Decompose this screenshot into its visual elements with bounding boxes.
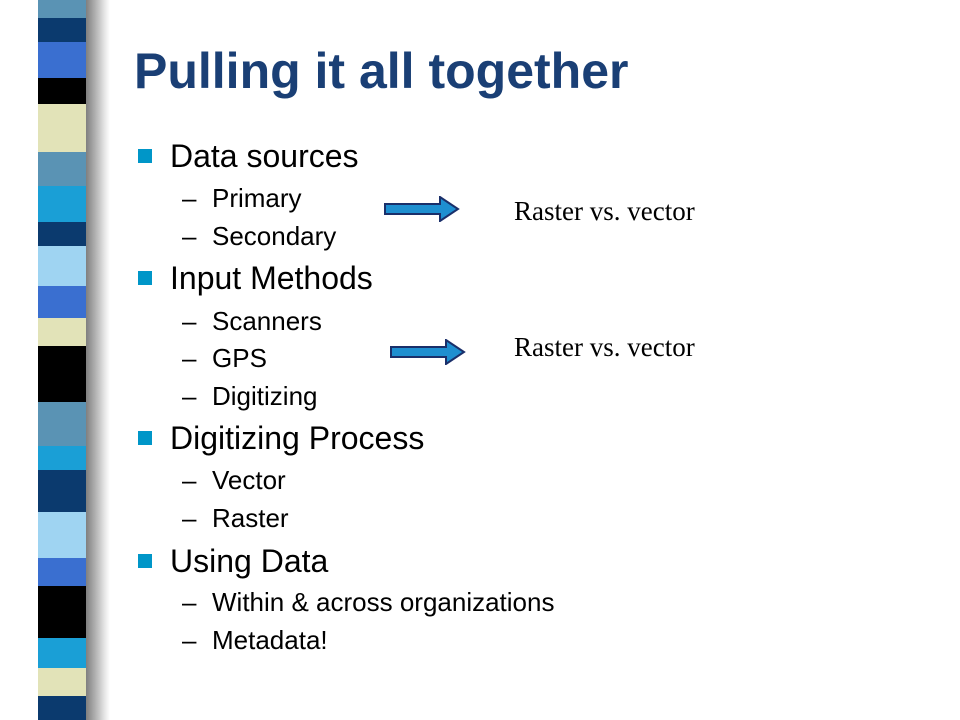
decorative-stripe: [38, 152, 86, 186]
decorative-stripe: [38, 470, 86, 512]
square-bullet-icon: [138, 149, 152, 163]
bullet-label: Using Data: [170, 543, 329, 579]
sub-item-label: Metadata!: [212, 625, 328, 655]
sub-item-label: Raster: [212, 503, 289, 533]
annotation-raster-vs-vector-2: Raster vs. vector: [514, 332, 695, 362]
decorative-stripe: [38, 78, 86, 104]
decorative-stripe: [38, 512, 86, 558]
square-bullet-icon: [138, 271, 152, 285]
decorative-stripe: [38, 638, 86, 668]
dash-marker: –: [182, 343, 197, 373]
bullet-label: Digitizing Process: [170, 420, 425, 456]
decorative-stripe: [38, 0, 86, 18]
sub-item-label: Secondary: [212, 221, 337, 251]
decorative-stripe: [38, 586, 86, 638]
sub-item-label: GPS: [212, 343, 267, 373]
bullet-label: Input Methods: [170, 260, 373, 296]
decorative-stripe-bar: [38, 0, 86, 720]
dash-marker: –: [182, 306, 197, 336]
decorative-stripe: [38, 668, 86, 696]
decorative-stripe: [38, 346, 86, 402]
decorative-stripe: [38, 402, 86, 446]
square-bullet-icon: [138, 554, 152, 568]
decorative-stripe: [38, 104, 86, 152]
decorative-shadow-bar: [86, 0, 110, 720]
arrow-shape: [390, 339, 466, 365]
decorative-stripe: [38, 222, 86, 246]
sub-item-label: Digitizing: [212, 381, 318, 411]
decorative-stripe: [38, 246, 86, 286]
dash-marker: –: [182, 381, 197, 411]
right-arrow-icon: [384, 196, 460, 222]
dash-marker: –: [182, 465, 197, 495]
sub-item-label: Scanners: [212, 306, 322, 336]
decorative-stripe: [38, 286, 86, 318]
sub-item-label: Vector: [212, 465, 286, 495]
dash-marker: –: [182, 625, 197, 655]
decorative-stripe: [38, 696, 86, 720]
dash-marker: –: [182, 587, 197, 617]
dash-marker: –: [182, 221, 197, 251]
dash-marker: –: [182, 503, 197, 533]
decorative-stripe: [38, 18, 86, 42]
slide-title: Pulling it all together: [134, 43, 629, 99]
decorative-stripe: [38, 186, 86, 222]
annotation-raster-vs-vector-1: Raster vs. vector: [514, 196, 695, 226]
dash-marker: –: [182, 183, 197, 213]
decorative-stripe: [38, 558, 86, 586]
square-bullet-icon: [138, 431, 152, 445]
arrow-shape: [384, 196, 460, 222]
decorative-stripe: [38, 318, 86, 346]
bullet-label: Data sources: [170, 138, 359, 174]
decorative-stripe: [38, 446, 86, 470]
sub-item-label: Primary: [212, 183, 302, 213]
decorative-stripe: [38, 42, 86, 78]
sub-item-label: Within & across organizations: [212, 587, 555, 617]
right-arrow-icon: [390, 339, 466, 365]
